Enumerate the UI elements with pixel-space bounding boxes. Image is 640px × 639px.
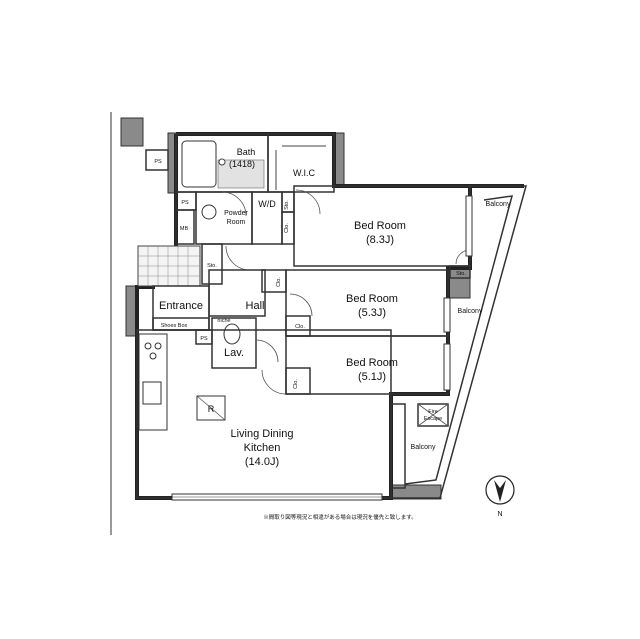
balcony-outline [391, 185, 527, 499]
toilet [223, 323, 241, 345]
clo-c-label: Clo. [295, 324, 305, 330]
bed1-window [465, 195, 473, 257]
balcony-label-1: Balcony [486, 201, 511, 208]
clo-b-label: Clo. [276, 277, 282, 287]
fire-label-1: Fire [428, 409, 437, 415]
sto-balcony-label: Sto. [456, 271, 466, 277]
powder-room [195, 191, 253, 245]
hall-label: Hall [246, 300, 265, 312]
bed2-size-label: (5.3J) [358, 307, 386, 319]
bath-label: Bath [237, 147, 256, 157]
balcony-label-2: Balcony [458, 308, 483, 315]
compass-needle [494, 480, 506, 502]
ldk-room [136, 329, 392, 499]
bed2-label: Bed Room [346, 293, 398, 305]
bed3-size-label: (5.1J) [358, 371, 386, 383]
entrance-label: Entrance [159, 300, 203, 312]
hall-area [208, 269, 266, 317]
stove-burner-1 [144, 342, 152, 350]
hall-door [225, 245, 251, 271]
bed3-window [443, 343, 451, 391]
column-left-mid [125, 285, 137, 337]
powder-label-2: Room [227, 219, 246, 226]
sto-hall-box [201, 243, 223, 285]
powder-label: Powder [224, 210, 248, 217]
bath-floor [217, 159, 265, 189]
bed3-label: Bed Room [346, 357, 398, 369]
bed2-door [289, 293, 313, 317]
bed2-window [443, 297, 451, 333]
column-top-left [120, 117, 144, 147]
bathtub [181, 140, 217, 188]
sto-wd-label: Sto. [284, 200, 290, 210]
outer-wall [135, 132, 524, 500]
clo-bed2a-box [261, 269, 287, 293]
bed1-door [295, 189, 321, 215]
bed1-label: Bed Room [354, 220, 406, 232]
mb-label: MB [180, 226, 189, 232]
sto-hall-label: Sto. [207, 263, 217, 269]
bed1-size-label: (8.3J) [366, 234, 394, 246]
fire-label-2: Escape [424, 416, 442, 422]
clo-bed3-box [285, 367, 311, 395]
compass-n-label: N [497, 511, 502, 518]
fire-escape-cross [417, 403, 449, 427]
niche-label: niche [217, 318, 230, 324]
ldk-label-2: Kitchen [244, 442, 281, 454]
entrance-tile-grid [138, 246, 200, 286]
wd-label: W/D [258, 199, 276, 209]
ldk-label-1: Living Dining [231, 428, 294, 440]
lav-label: Lav. [224, 347, 244, 359]
kitchen-sink [142, 381, 162, 405]
bath-drain [218, 158, 226, 166]
disclaimer-note: ※間取り図等現況と相違がある場合は現況を優先と致します。 [263, 513, 416, 521]
bath-size-label: (1418) [229, 159, 255, 169]
fire-escape-box [417, 403, 449, 427]
powder-door [221, 191, 247, 217]
shoes-box-label: Shoes Box [161, 323, 188, 329]
balcony-label-3: Balcony [411, 444, 436, 451]
ps-top-box [145, 149, 169, 171]
lav-door [255, 339, 279, 363]
clo-d-label: Clo. [293, 379, 299, 389]
stove-burner-2 [154, 342, 162, 350]
stove-burner-3 [149, 352, 157, 360]
refrigerator-label: R [208, 404, 215, 414]
column-bottom-right [390, 484, 442, 500]
bed3-door [261, 369, 287, 395]
balcony-lower-box [390, 403, 406, 489]
ps-mid-label: PS [181, 200, 189, 206]
washbasin [201, 204, 217, 220]
refrigerator-diagonal [196, 395, 226, 421]
ps-top-label: PS [154, 159, 162, 165]
ps-lav-label: PS [200, 336, 208, 342]
wic-room [267, 133, 335, 193]
wic-label: W.I.C [293, 168, 315, 178]
mb-box [175, 209, 195, 245]
sto-balcony-box [449, 265, 471, 279]
ldk-size-label: (14.0J) [245, 456, 279, 468]
balcony-rail [404, 195, 514, 485]
clo-a-label: Clo. [284, 223, 290, 233]
